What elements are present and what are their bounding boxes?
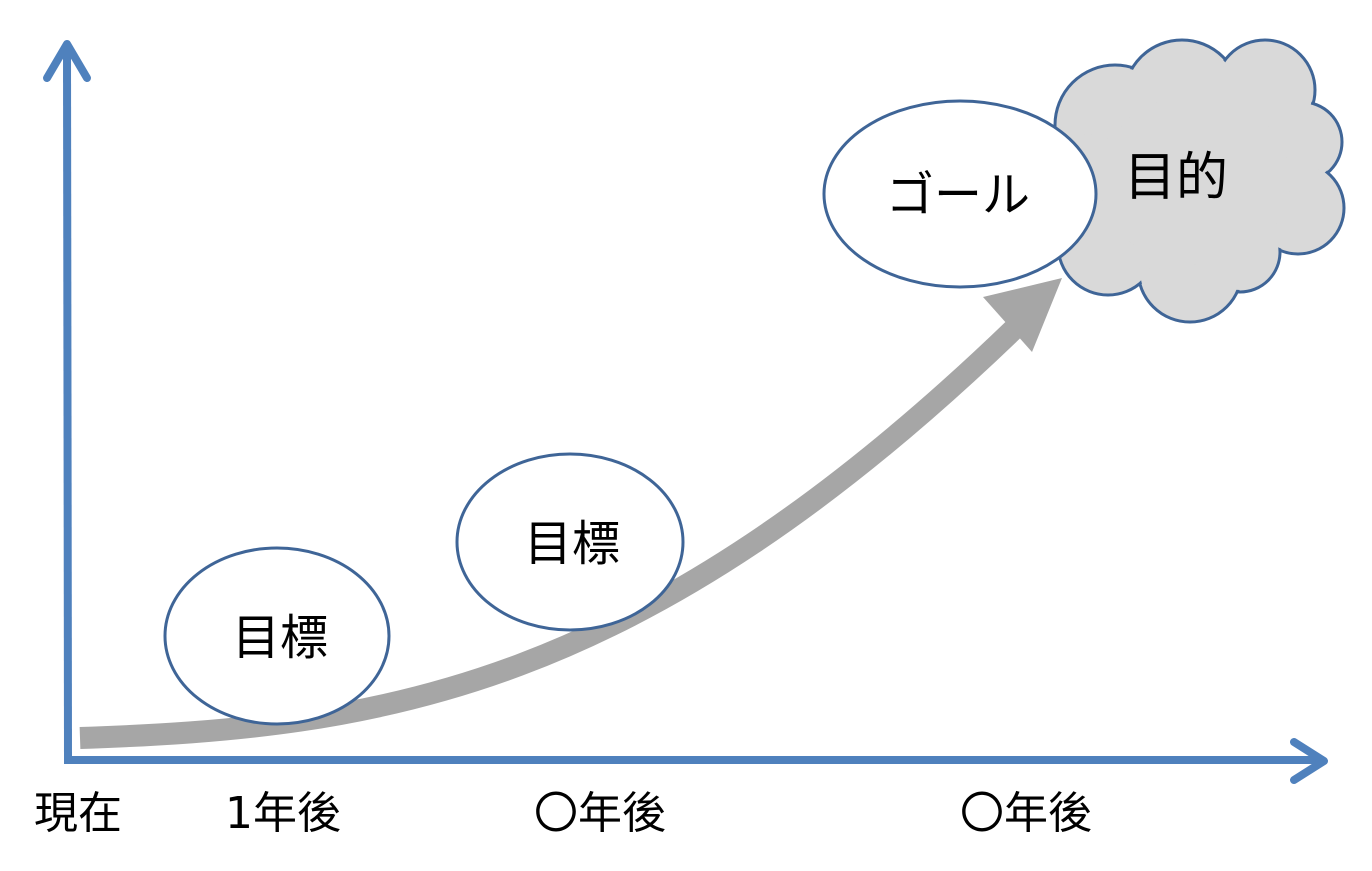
y-axis bbox=[43, 40, 91, 761]
y-axis-arrowhead bbox=[43, 40, 91, 82]
purpose-cloud: 目的 bbox=[1038, 38, 1346, 324]
x-axis-ticks: 現在 1年後 〇年後 〇年後 bbox=[34, 788, 1092, 839]
milestone-bubble-2: 目標 bbox=[455, 452, 685, 632]
milestone-bubble-1-shape bbox=[163, 546, 391, 726]
tick-label-now: 現在 bbox=[34, 788, 122, 839]
growth-arrow-shaft bbox=[79, 320, 1023, 749]
x-axis-arrowhead bbox=[1290, 738, 1328, 784]
cloud-fill-cover bbox=[1042, 42, 1342, 320]
milestone-bubble-2-shape bbox=[455, 452, 685, 632]
tick-label-1-year: 1年後 bbox=[225, 788, 341, 839]
tick-label-n-years-1: 〇年後 bbox=[534, 788, 666, 839]
milestone-bubble-1-label: 目標 bbox=[232, 610, 328, 666]
goal-bubble: ゴール bbox=[822, 99, 1098, 289]
milestone-bubble-1: 目標 bbox=[163, 546, 391, 726]
y-axis-line bbox=[63, 47, 72, 761]
growth-arrow bbox=[79, 278, 1062, 749]
x-axis bbox=[64, 738, 1328, 784]
goal-bubble-shape bbox=[822, 99, 1098, 289]
tick-label-n-years-2: 〇年後 bbox=[960, 788, 1092, 839]
milestone-bubble-2-label: 目標 bbox=[524, 516, 620, 572]
growth-arrow-head bbox=[983, 278, 1062, 352]
purpose-label: 目的 bbox=[1124, 148, 1228, 208]
goal-bubble-label: ゴール bbox=[886, 167, 1030, 223]
